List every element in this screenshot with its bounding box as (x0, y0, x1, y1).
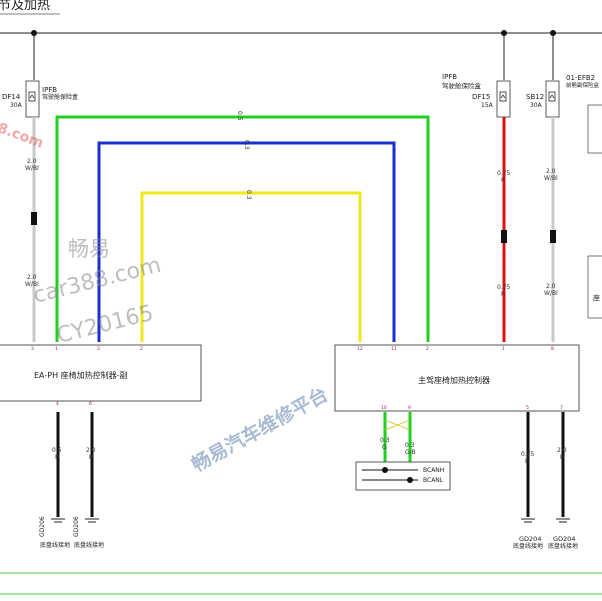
fuse-box-name: 前舱副保险盒 (566, 81, 600, 89)
wire-color: R (501, 177, 505, 184)
fuse-id: SB12 (526, 93, 544, 101)
wire-color: W/Bl (25, 165, 39, 172)
pin-label: 12 (357, 346, 363, 352)
fuse-id: DF14 (2, 93, 21, 101)
partial-module-box (587, 255, 602, 319)
wire-size: 0.3 (380, 437, 390, 444)
wire-color: G (382, 444, 387, 451)
wire-color: G/B (405, 449, 416, 456)
ground-label: 底盘线接地 (74, 541, 104, 549)
wire-color: B (560, 454, 564, 461)
ground-label: 底盘线接地 (40, 541, 70, 549)
wire-color: B (525, 458, 529, 465)
wire-left-power: 2.0 W/Bl 2.0 W/Bl (25, 117, 39, 342)
ground-label: 底盘线接地 (548, 542, 578, 550)
wire-color: W/Bl (25, 281, 39, 288)
module-driver: 主驾座椅加热控制器 12 11 2 1 8 10 9 5 7 (334, 344, 580, 412)
wire-size: 2.0 (86, 447, 96, 454)
wire-color: W/Bl (544, 175, 558, 182)
wire-size: 0.75 (497, 284, 511, 291)
ground-id: GD204 (519, 535, 541, 543)
wire-color: W/Bl (544, 290, 558, 297)
pin-label: 8 (551, 346, 554, 352)
wire-color: B (89, 454, 93, 461)
wire-size: 2.0 (546, 168, 556, 175)
partial-module-box (587, 104, 602, 154)
wire-size: 0.3 (245, 190, 252, 200)
pin-label: 2 (426, 346, 429, 352)
wire-color: R (501, 291, 505, 298)
pin-label: 11 (391, 346, 397, 352)
page-title: 节及加热 (0, 0, 50, 13)
wire-green (55, 115, 430, 342)
fuse-rating: 15A (481, 102, 494, 109)
fuse-box-name: 驾驶舱保险盒 (442, 81, 482, 90)
wire-size: 2.0 (546, 283, 556, 290)
wire-size: 0.3 (405, 442, 415, 449)
ground-label: 底盘线接地 (513, 542, 543, 550)
wire-ground-left: 0.5 B 2.0 B (52, 412, 96, 517)
fuse-rating: 30A (530, 102, 543, 109)
watermark: car388.com (31, 253, 164, 309)
module-passenger: EA-PH 座椅加热控制器-副 3 1 3 2 4 6 (0, 344, 202, 407)
fuse-df15: IPFB 驾驶舱保险盒 DF15 15A (442, 33, 511, 118)
wire-size: 2.0 (557, 447, 567, 454)
wire-size: 0.5 (236, 111, 243, 121)
pin-label: 1 (502, 346, 505, 352)
pin-label: 2 (140, 346, 143, 352)
fuse-sb12: 01-EFB2 前舱副保险盒 SB12 30A (526, 33, 600, 118)
watermark: 畅易汽车维修平台 (188, 383, 332, 477)
fuse-df14: IPFB 驾驶舱保险盒 DF14 30A (2, 33, 78, 118)
fuse-id: DF15 (472, 93, 490, 101)
wire-size: 0.75 (497, 170, 511, 177)
wire-size: 2.0 (27, 274, 37, 281)
fuse-rating: 30A (10, 102, 23, 109)
pin-label: 6 (89, 401, 92, 407)
partial-module-label: 座 (593, 293, 600, 302)
module-label: 主驾座椅加热控制器 (418, 375, 490, 385)
wire-size: 0.3 (243, 140, 250, 150)
wire-right-power: 2.0 W/Bl 2.0 W/Bl (544, 117, 558, 342)
wire-size: 0.5 (52, 447, 62, 454)
can-low-label: BCANL (423, 477, 444, 484)
can-high-label: BCANH (423, 467, 444, 474)
wire-ground-right: 0.75 B 2.0 B (521, 412, 567, 517)
pin-label: 10 (381, 405, 387, 411)
pin-label: 9 (408, 405, 411, 411)
wire-yellow (140, 191, 362, 342)
watermark: 8.com (0, 120, 45, 151)
wire-size: 2.0 (27, 158, 37, 165)
ground-id: GD206 (39, 516, 46, 537)
ground-symbols (51, 518, 570, 523)
fuse-box-code: IPFB (42, 86, 57, 94)
wire-blue (97, 141, 396, 342)
fuse-box-code: 01-EFB2 (566, 74, 595, 82)
watermark: 畅易 (68, 237, 110, 261)
fuse-box-name: 驾驶舱保险盒 (42, 93, 78, 101)
wire-size: 0.75 (521, 451, 535, 458)
can-bus-box: BCANH BCANL (355, 461, 451, 491)
wire-red: 0.75 R 0.75 R (497, 117, 511, 342)
fuse-box-code: IPFB (442, 73, 457, 81)
pin-label: 3 (97, 346, 100, 352)
pin-label: 1 (55, 346, 58, 352)
ground-id: GD204 (553, 535, 575, 543)
pin-label: 4 (56, 401, 59, 407)
wire-color: B (55, 454, 59, 461)
pin-label: 3 (31, 346, 34, 352)
module-label: EA-PH 座椅加热控制器-副 (34, 370, 128, 380)
pin-label: 5 (526, 405, 529, 411)
pin-label: 7 (560, 405, 563, 411)
ground-id: GD206 (73, 516, 80, 537)
